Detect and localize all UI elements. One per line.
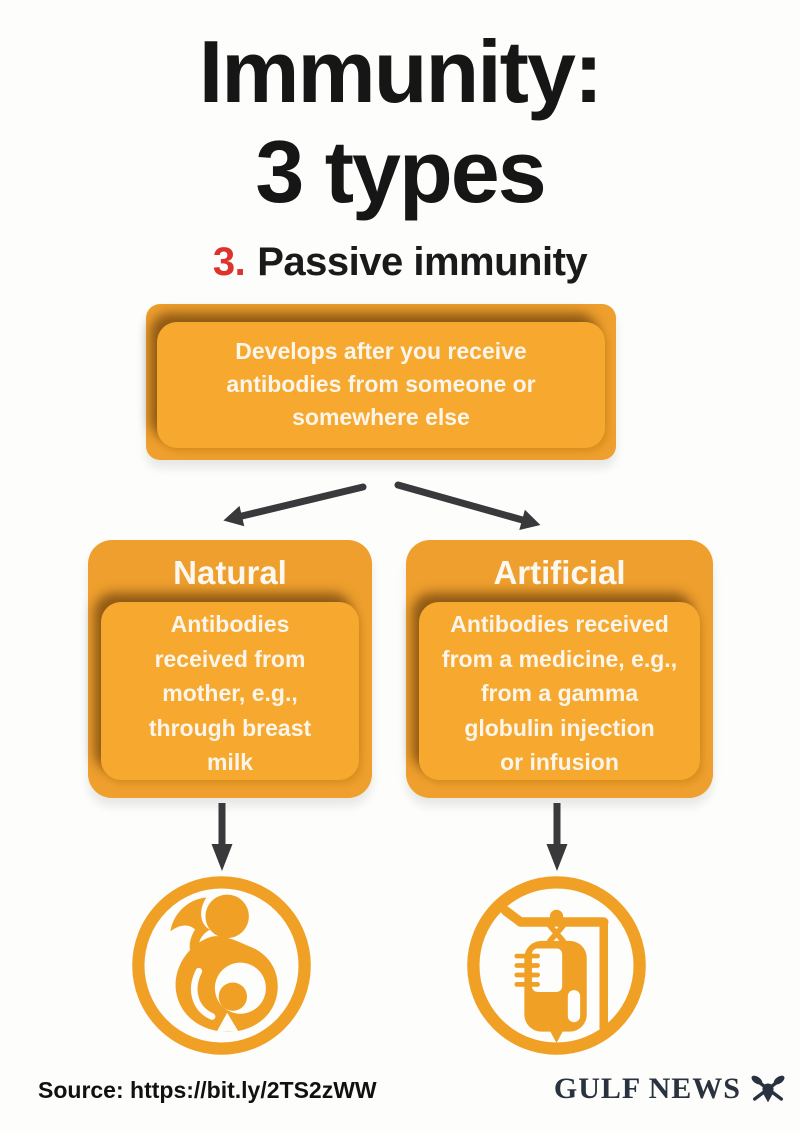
branch-split-arrows [223,481,541,530]
section-heading: 3.Passive immunity [0,240,800,285]
arrow-down-natural [211,803,233,871]
section-number: 3. [212,240,246,284]
artificial-description: Antibodies received from a medicine, e.g… [419,602,700,780]
arrow-to-artificial [394,481,541,530]
arrow-to-natural [223,483,367,527]
section-label: Passive immunity [257,240,588,284]
brand-logo: GULF NEWS [554,1072,788,1106]
brand-name: GULF NEWS [553,1072,741,1105]
natural-card: Natural Antibodies received from mother,… [88,540,372,798]
natural-heading: Natural [173,554,287,591]
iv-drip-icon [467,876,646,1055]
source-text: Source: https://bit.ly/2TS2zWW [38,1077,377,1103]
page-title-line1: Immunity: [198,22,603,121]
page-title-line2: 3 types [255,122,546,221]
arrow-down-artificial [546,803,568,871]
natural-description: Antibodies received from mother, e.g., t… [101,602,359,780]
artificial-heading: Artificial [493,554,626,591]
artificial-card: Artificial Antibodies received from a me… [406,540,713,798]
passive-immunity-definition: Develops after you receive antibodies fr… [157,322,605,448]
falcon-crest-icon [751,1075,785,1103]
passive-immunity-card: Develops after you receive antibodies fr… [146,304,616,460]
page-title: Immunity: 3 types [0,22,800,222]
breastfeeding-mother-icon [132,876,311,1055]
